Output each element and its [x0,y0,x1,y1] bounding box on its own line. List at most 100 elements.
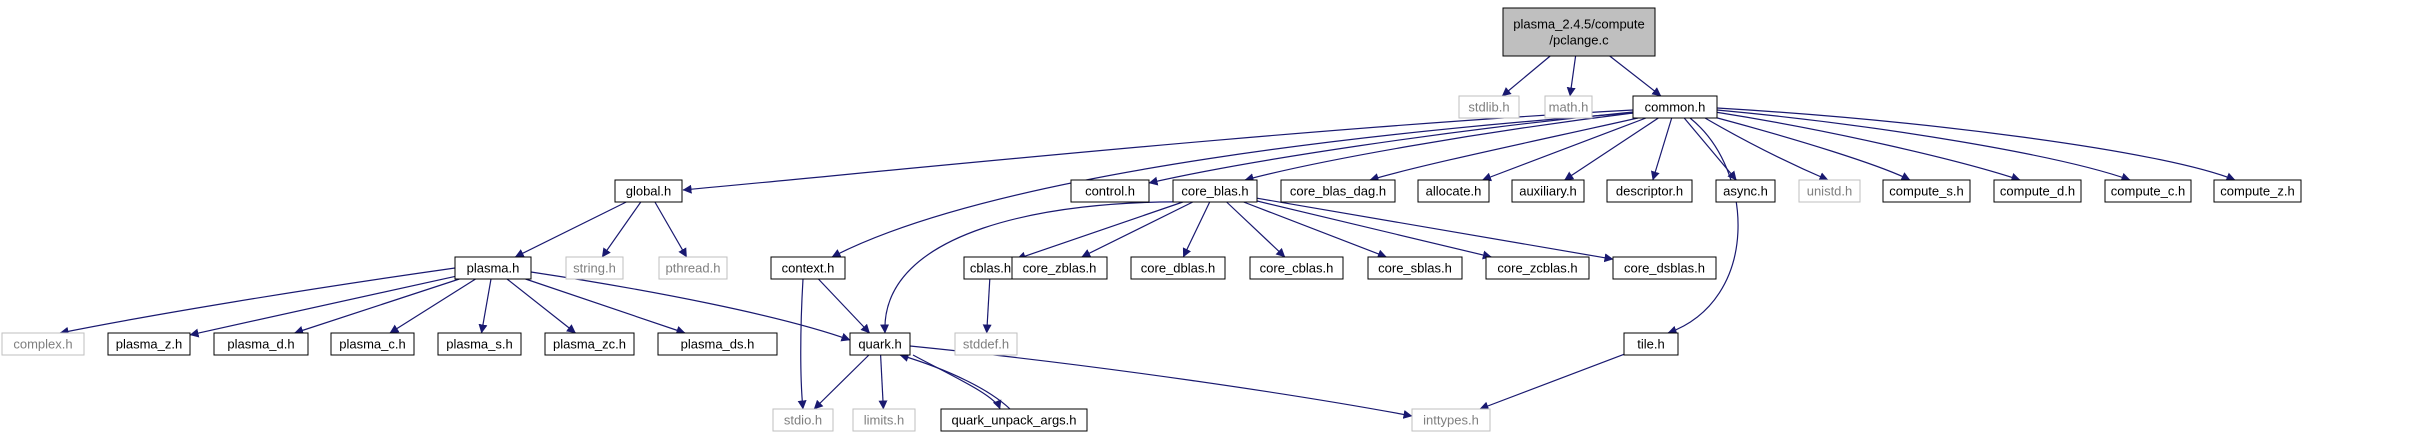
node-plasma-d[interactable]: plasma_d.h [213,332,309,356]
node-common[interactable]: common.h [1632,95,1718,119]
node-label: core_zblas.h [1023,261,1097,276]
node-limits: limits.h [852,408,916,432]
edge-core-blas-to-core-zcblas [1256,200,1492,260]
node-label: descriptor.h [1616,184,1683,199]
node-core-blas-dag[interactable]: core_blas_dag.h [1280,179,1396,203]
node-pthread: pthread.h [658,256,728,280]
node-box [1544,95,1593,119]
node-label: plasma_zc.h [553,337,626,352]
node-auxiliary[interactable]: auxiliary.h [1511,179,1585,203]
edge-plasma-to-plasma-z [189,275,456,338]
edge-quark-to-limits [878,354,888,410]
edge-plasma-to-plasma-s [478,278,492,334]
node-cblas[interactable]: cblas.h [963,256,1018,280]
node-plasma-z[interactable]: plasma_z.h [107,332,191,356]
edge-common-to-compute-z [1716,107,2236,182]
edge-tile-to-inttypes [1479,353,1625,411]
node-compute-z[interactable]: compute_z.h [2213,179,2302,203]
node-label: compute_z.h [2220,184,2294,199]
node-box [454,256,532,280]
node-stddef: stddef.h [954,332,1018,356]
node-compute-s[interactable]: compute_s.h [1882,179,1971,203]
node-box [658,256,728,280]
edge-common-to-compute-s [1709,115,1911,181]
node-box [330,332,415,356]
node-box [772,408,834,432]
node-compute-d[interactable]: compute_d.h [1993,179,2082,203]
node-compute-c[interactable]: compute_c.h [2104,179,2192,203]
node-global[interactable]: global.h [614,179,683,203]
node-core-sblas[interactable]: core_sblas.h [1367,256,1463,280]
node-plasma-zc[interactable]: plasma_zc.h [544,332,635,356]
edge-core-blas-to-core-zblas [1081,201,1194,258]
node-label: core_zcblas.h [1497,261,1577,276]
node-label: /pclange.c [1549,33,1609,48]
node-box [657,332,778,356]
node-label: control.h [1085,184,1135,199]
edge-global-to-pthread [654,201,688,258]
node-context[interactable]: context.h [770,256,846,280]
node-complex: complex.h [1,332,85,356]
node-label: complex.h [13,337,72,352]
node-core-zcblas[interactable]: core_zcblas.h [1485,256,1590,280]
node-label: tile.h [1637,337,1664,352]
edge-core-blas-to-core-dsblas [1256,197,1614,263]
node-label: compute_s.h [1889,184,1963,199]
node-label: unistd.h [1807,184,1853,199]
node-box [1070,179,1150,203]
node-stdlib: stdlib.h [1458,95,1520,119]
node-label: plasma_d.h [227,337,294,352]
edge-global-to-plasma [514,201,627,258]
edge-plasma-to-complex [59,267,456,336]
node-box [107,332,191,356]
edge-context-to-stdio [797,278,807,410]
node-label: plasma_c.h [339,337,405,352]
node-box [940,408,1088,432]
edge-core-blas-to-core-dblas [1182,201,1211,258]
node-async[interactable]: async.h [1715,179,1776,203]
node-box [852,408,916,432]
node-control[interactable]: control.h [1070,179,1150,203]
edge-quark-to-quark-unpack-args [912,354,1002,410]
edge-common-to-context [831,112,1634,258]
node-box [1798,179,1861,203]
node-box [213,332,309,356]
node-box [544,332,635,356]
node-quark[interactable]: quark.h [849,332,911,356]
node-plasma-ds[interactable]: plasma_ds.h [657,332,778,356]
node-plasma-s[interactable]: plasma_s.h [437,332,522,356]
node-quark-unpack-args[interactable]: quark_unpack_args.h [940,408,1088,432]
node-label: core_blas_dag.h [1290,184,1386,199]
node-core-blas[interactable]: core_blas.h [1172,179,1258,203]
node-core-dblas[interactable]: core_dblas.h [1130,256,1226,280]
node-label: cblas.h [970,261,1011,276]
node-label: core_dblas.h [1141,261,1215,276]
node-tile[interactable]: tile.h [1623,332,1679,356]
node-box [1993,179,2082,203]
node-box [2104,179,2192,203]
node-label: string.h [573,261,616,276]
node-box [437,332,522,356]
node-plasma-c[interactable]: plasma_c.h [330,332,415,356]
node-descriptor[interactable]: descriptor.h [1606,179,1693,203]
node-box [1485,256,1590,280]
edge-plasma-to-plasma-d [294,278,460,335]
node-core-cblas[interactable]: core_cblas.h [1249,256,1344,280]
node-core-dsblas[interactable]: core_dsblas.h [1612,256,1717,280]
node-box [1458,95,1520,119]
node-allocate[interactable]: allocate.h [1417,179,1490,203]
node-root[interactable]: plasma_2.4.5/compute/pclange.c [1502,7,1656,57]
edge-root-to-common [1609,55,1662,97]
node-label: auxiliary.h [1519,184,1577,199]
node-label: math.h [1549,100,1589,115]
edge-core-blas-to-core-cblas [1226,201,1286,258]
node-label: stdlib.h [1468,100,1509,115]
node-box [1882,179,1971,203]
node-label: stdio.h [784,413,822,428]
node-core-zblas[interactable]: core_zblas.h [1011,256,1108,280]
edge-common-to-core-blas [1244,112,1634,183]
node-plasma[interactable]: plasma.h [454,256,532,280]
node-box [954,332,1018,356]
node-label: pthread.h [666,261,721,276]
node-label: core_cblas.h [1260,261,1334,276]
